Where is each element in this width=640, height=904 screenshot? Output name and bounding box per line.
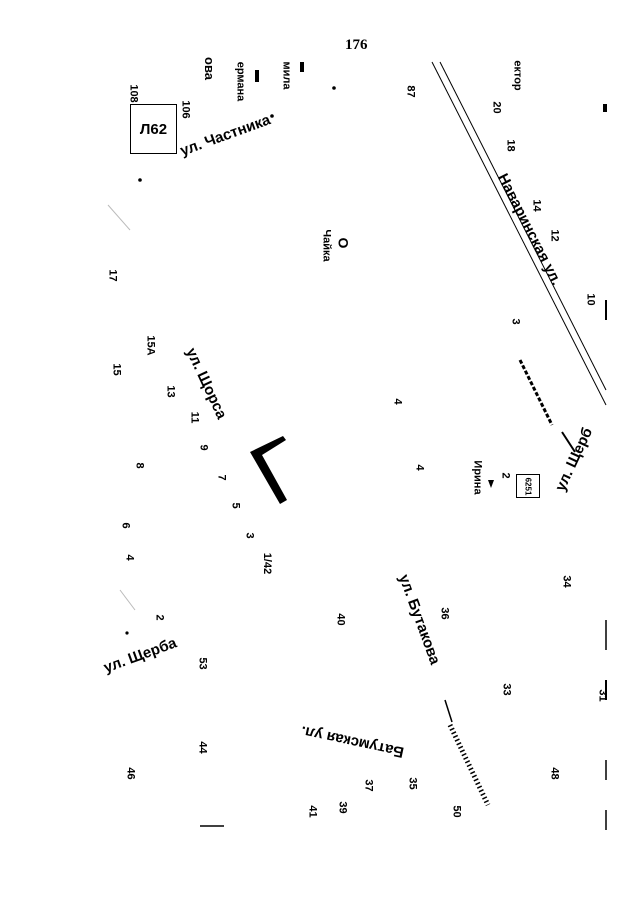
navarinskaya-street-line-2 [439,61,607,391]
marker-dot [138,178,142,182]
ektor-label: ектор [511,60,524,91]
flag-icon [603,104,607,112]
house-number: 7 [215,474,228,481]
small-box-label: 6251 [523,477,533,495]
house-number: 4 [413,464,426,471]
marker-dot [332,86,336,90]
house-number: 33 [500,683,513,696]
flag-icon [255,70,259,82]
scan-speck [119,589,136,611]
irina-label: Ирина [471,460,484,495]
house-number: 17 [106,269,119,282]
house-number: 9 [197,444,210,451]
chayka-label: Чайка [320,229,333,262]
house-number: 34 [560,575,573,588]
house-number: 10 [584,293,597,306]
house-number: 15 [110,363,123,376]
batumskaya-hatch-top [444,699,453,723]
house-number: 108 [127,84,140,103]
marker-dot [270,114,274,118]
house-number: 39 [336,801,349,814]
house-number: 18 [504,139,517,152]
house-number: 40 [334,613,347,626]
house-number: 36 [438,607,451,620]
house-number: 50 [450,805,463,818]
house-number: 5 [229,502,242,509]
ova-label: ова [202,57,217,80]
house-number: 48 [548,767,561,780]
house-number: 6 [119,522,132,529]
house-number: 2 [499,472,512,479]
marker-dot [125,631,129,635]
l-shaped-building [250,436,287,504]
scan-speck [107,204,131,231]
house-number: 44 [196,741,209,754]
pin-icon [488,480,494,488]
house-number: 4 [123,554,136,561]
house-number: 3 [509,318,522,325]
building-strip [518,359,554,426]
chayka-marker: O [335,237,352,249]
house-number: 15А [144,335,157,356]
house-number: 1/42 [261,552,274,575]
house-number: 8 [133,462,146,469]
batumskaya-hatch [447,723,491,807]
house-number: 53 [196,657,209,670]
house-number: 87 [404,85,417,98]
house-number: 35 [406,777,419,790]
house-number: 31 [596,689,609,702]
building-strip [561,431,576,453]
house-number: 3 [243,532,256,539]
house-number: 11 [188,411,201,424]
ermana-label: ермана [234,61,247,102]
house-number: 46 [124,767,137,780]
flag-icon [300,62,304,72]
navarinskaya-street-line-1 [431,61,607,406]
house-number: 4 [391,398,404,405]
house-number: 106 [179,100,192,119]
page-number: 176 [345,37,368,53]
house-number: 13 [164,385,177,398]
sheet-box-label: Л62 [139,120,168,138]
house-number: 37 [362,779,375,792]
house-number: 41 [306,805,319,818]
mila-label: мила [280,61,293,90]
sheet-box: Л62 [130,104,177,154]
house-number: 12 [548,229,561,242]
house-number: 2 [153,614,166,621]
house-number: 20 [490,101,503,114]
small-box: 6251 [516,474,540,498]
house-number: 14 [530,199,543,212]
